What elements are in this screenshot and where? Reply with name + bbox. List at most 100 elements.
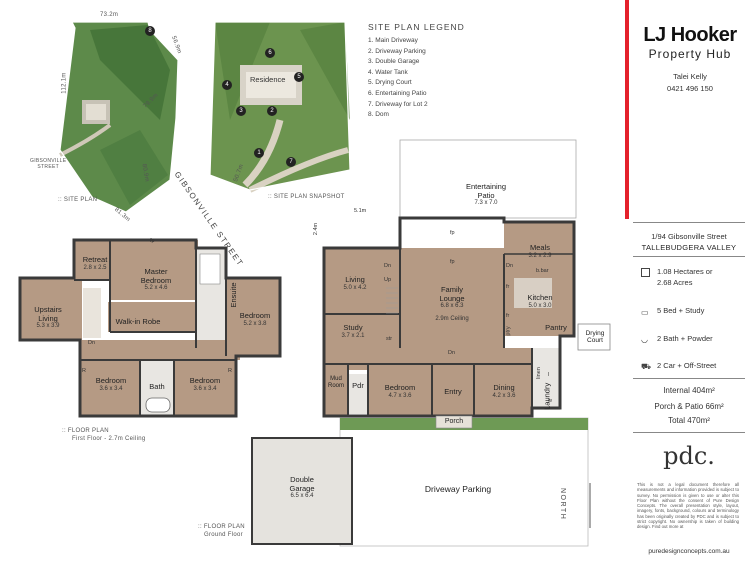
area-internal: Internal 404m² — [663, 386, 715, 395]
bath-icon: ◡ — [641, 335, 648, 344]
marker-6: 6 — [265, 48, 275, 58]
room-name: Driveway Parking — [424, 484, 492, 494]
marker-2: 2 — [267, 106, 277, 116]
room-name: Family Lounge — [439, 285, 465, 303]
marker-4: 4 — [222, 80, 232, 90]
legend-item: 6. Entertaining Patio — [368, 89, 427, 97]
room-name: Bedroom — [384, 383, 416, 392]
room-dim: 6.8 x 6.3 — [440, 303, 464, 310]
dn-label: Dn — [384, 263, 392, 269]
room-name: Drying Court — [585, 330, 605, 345]
room-drying-court: Drying Court — [578, 330, 612, 345]
brand-name: LJ Hooker — [643, 24, 737, 46]
room-name: Pdr — [352, 381, 364, 390]
height-dim: 2.4m — [313, 222, 320, 236]
baths-text: 2 Bath + Powder — [657, 334, 713, 343]
disclaimer-text: This is not a legal document therefore a… — [637, 482, 739, 530]
car-icon: ⛟ — [641, 362, 652, 371]
room-dim: 3.6 x 3.4 — [193, 385, 217, 392]
north-label: NORTH — [559, 488, 566, 521]
address-line-1: 1/94 Gibsonville Street — [651, 232, 727, 241]
room-entry: Entry — [432, 387, 474, 397]
dn-label: Dn — [448, 350, 456, 356]
room-dim: 5.2 x 3.8 — [243, 320, 267, 327]
room-name: Meals — [529, 243, 550, 252]
room-name: Bedroom — [189, 376, 221, 385]
area-porch: Porch & Patio 66m² — [654, 402, 724, 411]
site-plan: 73.2m 56.9m 112.1m 79.9m 80.9m 81.3m 8 G… — [0, 0, 190, 225]
sidebar: LJ Hooker Property Hub Talei Kelly 0421 … — [625, 0, 750, 562]
pdc-website-link[interactable]: puredesignconcepts.com.au — [648, 548, 730, 555]
room-name: Laundry — [542, 382, 552, 410]
divider — [633, 378, 745, 379]
room-name: Entertaining Patio — [465, 182, 507, 200]
marker-5: 5 — [294, 72, 304, 82]
first-floor-sub: First Floor - 2.7m Ceiling — [72, 436, 146, 442]
legend-title: SITE PLAN LEGEND — [368, 22, 465, 32]
room-dim: 3.6 x 3.4 — [99, 385, 123, 392]
agent-name: Talei Kelly — [673, 72, 707, 81]
room-name: Retreat — [82, 255, 108, 264]
storage-label: str — [386, 336, 393, 342]
area-total: Total 470m² — [668, 416, 710, 425]
fp-label: fp — [150, 238, 155, 244]
bar-label: b.bar — [536, 268, 549, 274]
ground-floor-sub: Ground Floor — [204, 532, 243, 538]
marker-7: 7 — [286, 157, 296, 167]
divider — [633, 222, 745, 223]
pantry-short-label: ptry — [505, 326, 512, 336]
room-walk-in-robe: Walk-in Robe — [108, 317, 168, 327]
room-ensuite: Ensuite — [229, 275, 239, 315]
room-name: Mud Room — [327, 376, 344, 389]
legend-item: 2. Driveway Parking — [368, 47, 426, 55]
first-floor-graphic — [18, 238, 282, 418]
width-dim: 5.1m — [354, 208, 367, 214]
snapshot-label: :: SITE PLAN SNAPSHOT — [268, 194, 345, 200]
room-dim: 5.0 x 4.2 — [343, 284, 367, 291]
brand-office: Property Hub — [648, 47, 732, 61]
divider — [633, 256, 745, 257]
room-name: Dining — [493, 383, 515, 392]
room-name: Upstairs Living — [34, 305, 62, 323]
ground-floor-label: :: FLOOR PLAN — [198, 524, 245, 530]
room-pantry: Pantry — [538, 323, 574, 333]
room-ceiling: 2.9m Ceiling — [435, 316, 469, 323]
snapshot-graphic — [209, 21, 351, 193]
up-label: Up — [384, 277, 392, 283]
legend-item: 3. Double Garage — [368, 58, 420, 66]
dn-label: Dn — [506, 263, 514, 269]
room-name: Walk-in Robe — [115, 317, 161, 326]
legend-item: 1. Main Driveway — [368, 37, 418, 44]
room-name: Master Bedroom — [140, 267, 172, 285]
site-plan-label: :: SITE PLAN — [58, 197, 98, 203]
room-mud-room: Mud Room — [324, 376, 348, 390]
street-label: GIBSONVILLE STREET — [30, 158, 67, 170]
room-name: Entry — [444, 387, 462, 396]
site-plan-graphic — [59, 21, 179, 213]
dim-left: 112.1m — [61, 72, 68, 94]
dn-label: Dn — [88, 340, 96, 346]
marker-1: 1 — [254, 148, 264, 158]
first-floor-label: :: FLOOR PLAN — [62, 428, 109, 434]
fp-label: fp — [450, 259, 455, 265]
cars-text: 2 Car + Off-Street — [657, 361, 717, 370]
robe-label: R — [228, 368, 232, 374]
dom-marker: 8 — [145, 26, 155, 36]
room-dim: 5.2 x 4.6 — [144, 285, 168, 292]
room-name: Bedroom — [239, 311, 271, 320]
room-name: Kitchen — [527, 293, 553, 302]
fridge-label: fr — [506, 284, 510, 290]
washer-label: w — [548, 398, 552, 404]
